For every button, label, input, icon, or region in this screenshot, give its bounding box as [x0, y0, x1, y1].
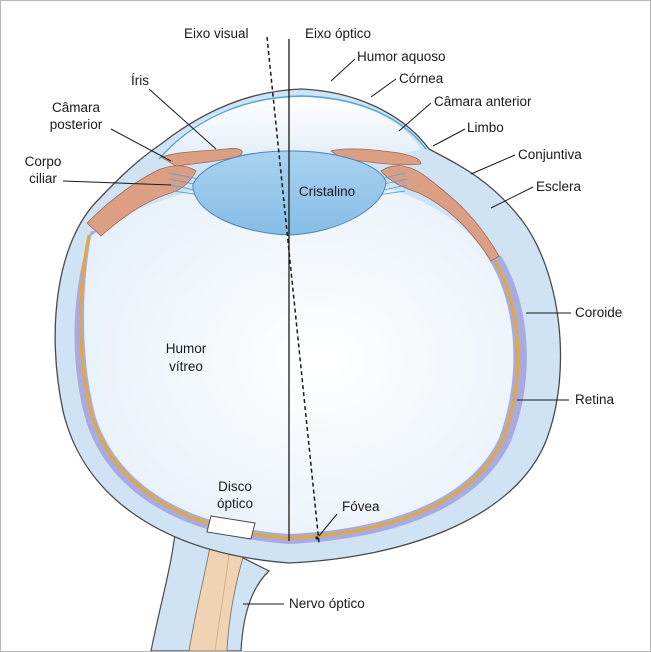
- label-lens: Cristalino: [299, 184, 355, 199]
- label-ciliary-body-line2: ciliar: [29, 171, 57, 186]
- leader-lines: [62, 58, 571, 605]
- label-choroid: Coroide: [575, 305, 622, 320]
- label-optic-nerve: Nervo óptico: [289, 596, 365, 611]
- label-optic-axis: Eixo óptico: [305, 26, 371, 41]
- label-anterior-chamber: Câmara anterior: [434, 94, 532, 109]
- label-visual-axis: Eixo visual: [184, 26, 249, 41]
- label-limbus: Limbo: [467, 120, 504, 135]
- optic-disc: [206, 515, 256, 540]
- visual-axis-line: [266, 36, 320, 544]
- anterior-chamber: [161, 97, 421, 159]
- ciliary-body-right: [380, 165, 500, 262]
- label-fovea: Fóvea: [342, 499, 380, 514]
- iris-right: [330, 148, 422, 166]
- label-optic-disc-line1: Disco: [218, 479, 252, 494]
- label-posterior-chamber-line2: posterior: [50, 117, 103, 132]
- label-retina: Retina: [575, 392, 615, 407]
- label-vitreous-line2: vítreo: [169, 359, 203, 374]
- label-iris: Íris: [131, 73, 149, 88]
- label-conjunctiva: Conjuntiva: [518, 147, 582, 162]
- optic-nerve: [188, 525, 248, 651]
- label-optic-disc-line2: óptico: [217, 496, 253, 511]
- ciliary-body-left: [86, 165, 197, 237]
- label-aqueous-humor: Humor aquoso: [357, 49, 446, 64]
- label-posterior-chamber-line1: Câmara: [52, 100, 101, 115]
- label-vitreous-line1: Humor: [166, 341, 207, 356]
- label-sclera: Esclera: [536, 179, 582, 194]
- iris-left: [160, 148, 243, 167]
- fovea-dot: [315, 536, 319, 540]
- label-ciliary-body-line1: Corpo: [25, 154, 62, 169]
- vitreous-chamber: [84, 186, 514, 534]
- label-cornea: Córnea: [399, 71, 444, 86]
- cornea-boundary: [158, 95, 427, 160]
